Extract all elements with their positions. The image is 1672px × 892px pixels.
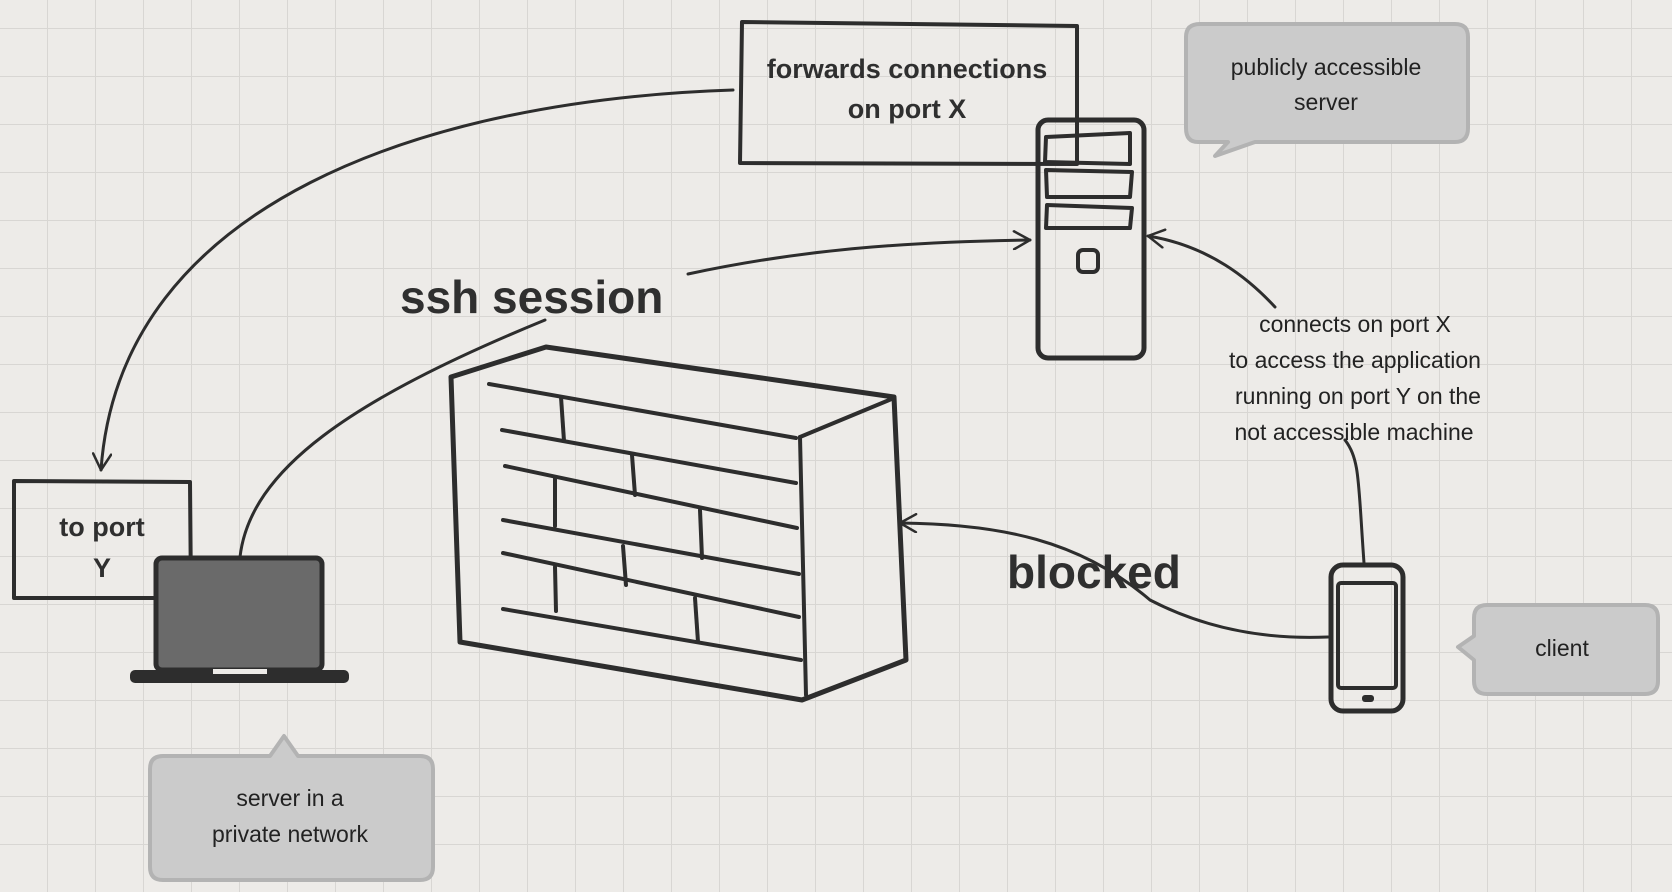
client-connect-arrow <box>1343 438 1366 565</box>
ssh-session-line-from-laptop <box>238 318 547 559</box>
connects-line4: not accessible machine <box>1234 419 1473 445</box>
blocked-arrow <box>898 523 1330 639</box>
connects-line2: to access the application <box>1229 347 1481 373</box>
smartphone-icon <box>1328 562 1406 714</box>
connects-description: connects on port X to access the applica… <box>1229 311 1481 445</box>
forward-arrow <box>101 88 735 472</box>
blocked-label: blocked <box>1007 546 1181 598</box>
to-port-line1: to port <box>59 512 144 542</box>
private-server-bubble-line2: private network <box>212 821 368 847</box>
connects-line1: connects on port X <box>1259 311 1451 337</box>
server-tower-icon <box>1035 117 1147 361</box>
brick-wall-firewall-icon <box>448 344 909 703</box>
laptop-icon <box>130 555 349 683</box>
to-port-line2: Y <box>93 553 111 583</box>
connects-line3: running on port Y on the <box>1235 383 1481 409</box>
public-server-bubble: publicly accessible server <box>1184 22 1470 158</box>
forwards-connections-box: forwards connections on port X <box>738 20 1079 166</box>
client-bubble-label: client <box>1535 635 1589 661</box>
private-server-bubble: server in a private network <box>148 734 435 882</box>
forwards-label-line1: forwards connections <box>767 54 1048 84</box>
forwards-label-line2: on port X <box>848 94 966 124</box>
ssh-session-arrow-to-server <box>686 240 1032 276</box>
private-server-bubble-line1: server in a <box>236 785 344 811</box>
client-connect-arrow-head <box>1146 236 1277 309</box>
public-server-bubble-line1: publicly accessible <box>1231 54 1421 80</box>
ssh-session-label: ssh session <box>400 271 663 323</box>
public-server-bubble-line2: server <box>1294 89 1358 115</box>
client-bubble: client <box>1456 603 1660 696</box>
